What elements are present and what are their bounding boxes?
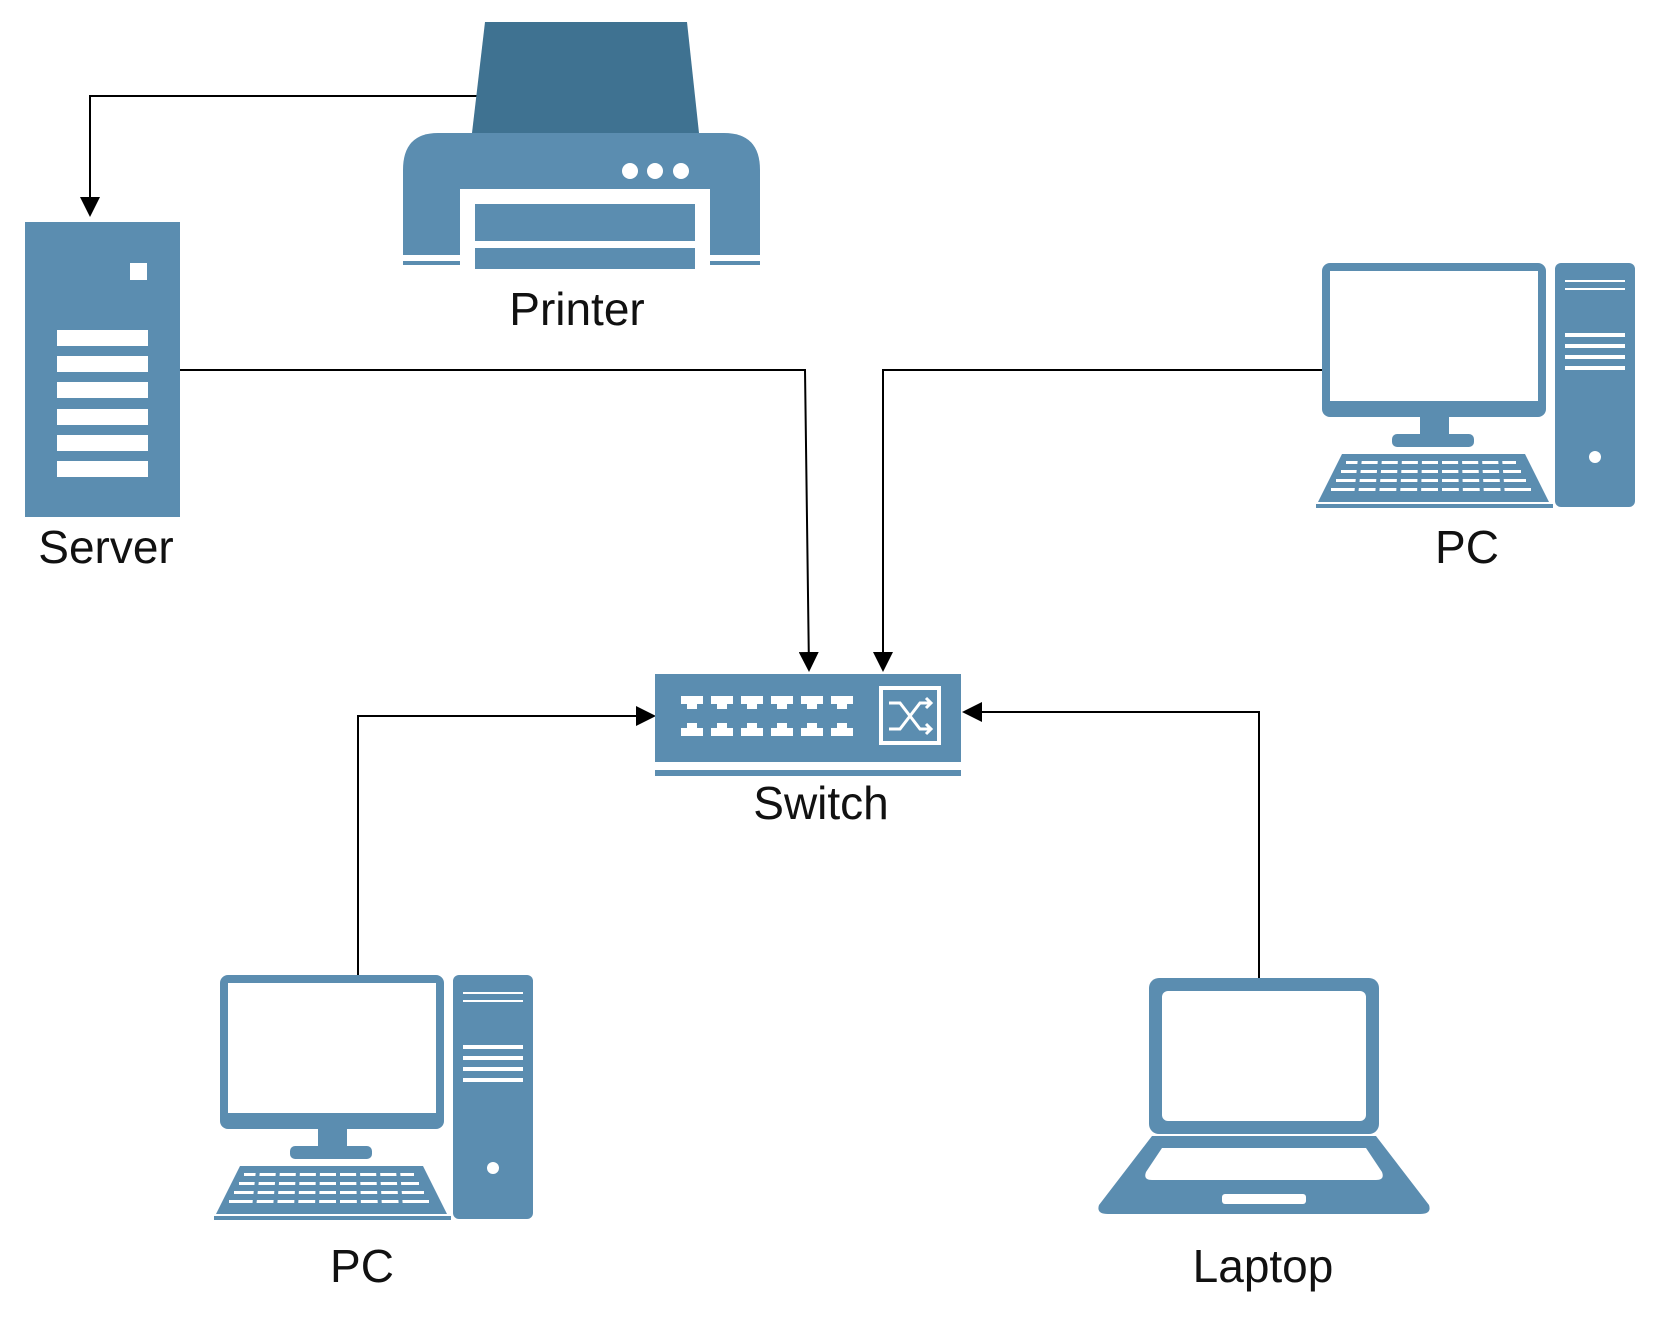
connections <box>80 95 1327 978</box>
server-label: Server <box>38 521 174 573</box>
desktop-pc-icon-top <box>1316 263 1635 508</box>
printer-label: Printer <box>509 283 645 335</box>
switch-label: Switch <box>753 777 889 829</box>
pc-bottom-label: PC <box>330 1240 394 1292</box>
network-switch-icon <box>655 674 961 776</box>
desktop-pc-icon-bottom <box>214 975 533 1220</box>
printer-icon <box>403 22 760 269</box>
edge-pc-bottom-to-switch <box>357 706 656 978</box>
pc-top-label: PC <box>1435 521 1499 573</box>
edge-laptop-to-switch <box>962 702 1260 978</box>
edge-pc-top-to-switch <box>873 369 1327 672</box>
edge-printer-to-server <box>80 95 478 217</box>
laptop-label: Laptop <box>1192 1240 1334 1292</box>
laptop-icon <box>1098 978 1430 1214</box>
edge-server-to-switch <box>180 369 819 672</box>
server-icon <box>25 222 180 517</box>
